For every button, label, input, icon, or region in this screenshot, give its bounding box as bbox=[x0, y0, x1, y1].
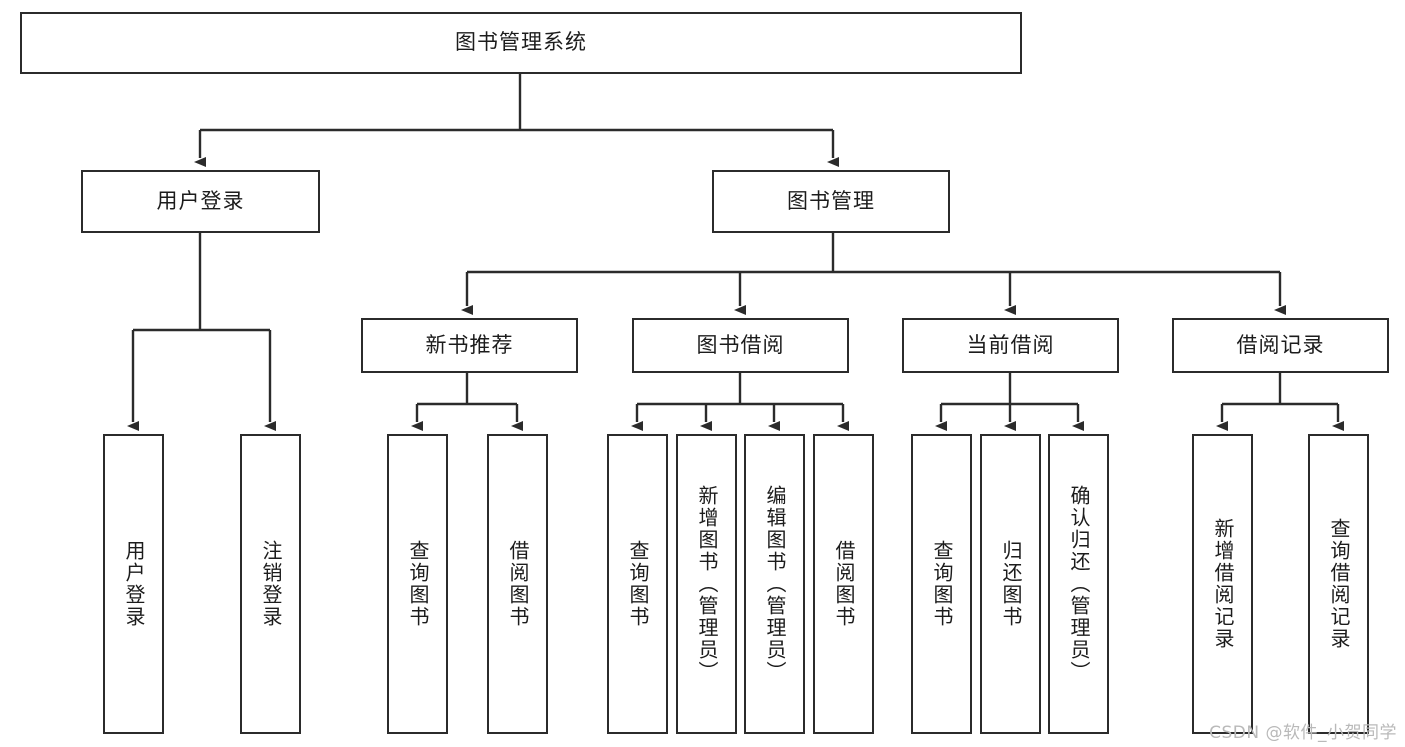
node-label: 图书管理系统 bbox=[455, 30, 587, 55]
node-label: 借阅图书 bbox=[832, 540, 856, 628]
node-current-borrow[interactable]: 当前借阅 bbox=[902, 318, 1119, 373]
leaf-borrow-record-add[interactable]: 新增借阅记录 bbox=[1192, 434, 1253, 734]
node-label: 图书借阅 bbox=[696, 332, 785, 357]
node-label: 借阅图书 bbox=[506, 540, 530, 628]
node-label: 查询图书 bbox=[930, 540, 954, 628]
leaf-user-login-logout[interactable]: 注销登录 bbox=[240, 434, 301, 734]
node-label: 注销登录 bbox=[259, 540, 283, 628]
node-label: 查询图书 bbox=[626, 540, 650, 628]
node-book-management[interactable]: 图书管理 bbox=[712, 170, 950, 233]
leaf-new-book-query[interactable]: 查询图书 bbox=[387, 434, 448, 734]
node-label: 编辑图书（管理员） bbox=[763, 485, 787, 683]
node-label: 归还图书 bbox=[999, 540, 1023, 628]
leaf-user-login-login[interactable]: 用户登录 bbox=[103, 434, 164, 734]
node-label: 用户登录 bbox=[156, 188, 245, 213]
node-user-login[interactable]: 用户登录 bbox=[81, 170, 320, 233]
leaf-borrow-record-query[interactable]: 查询借阅记录 bbox=[1308, 434, 1369, 734]
node-label: 查询借阅记录 bbox=[1327, 518, 1351, 650]
leaf-book-borrow-query[interactable]: 查询图书 bbox=[607, 434, 668, 734]
node-label: 新书推荐 bbox=[425, 332, 514, 357]
leaf-book-borrow-edit[interactable]: 编辑图书（管理员） bbox=[744, 434, 805, 734]
leaf-current-borrow-query[interactable]: 查询图书 bbox=[911, 434, 972, 734]
node-new-book-recommend[interactable]: 新书推荐 bbox=[361, 318, 578, 373]
csdn-watermark: CSDN @软件_小贺同学 bbox=[1209, 723, 1397, 743]
node-label: 当前借阅 bbox=[966, 332, 1055, 357]
node-label: 借阅记录 bbox=[1236, 332, 1325, 357]
node-book-borrow[interactable]: 图书借阅 bbox=[632, 318, 849, 373]
node-root-system[interactable]: 图书管理系统 bbox=[20, 12, 1022, 74]
node-label: 新增借阅记录 bbox=[1211, 518, 1235, 650]
node-label: 新增图书（管理员） bbox=[695, 485, 719, 683]
leaf-book-borrow-add[interactable]: 新增图书（管理员） bbox=[676, 434, 737, 734]
leaf-new-book-borrow[interactable]: 借阅图书 bbox=[487, 434, 548, 734]
node-label: 查询图书 bbox=[406, 540, 430, 628]
leaf-current-borrow-return[interactable]: 归还图书 bbox=[980, 434, 1041, 734]
node-label: 图书管理 bbox=[787, 188, 875, 213]
leaf-book-borrow-borrow[interactable]: 借阅图书 bbox=[813, 434, 874, 734]
node-label: 用户登录 bbox=[122, 540, 146, 628]
leaf-current-borrow-confirm-return[interactable]: 确认归还（管理员） bbox=[1048, 434, 1109, 734]
node-borrow-record[interactable]: 借阅记录 bbox=[1172, 318, 1389, 373]
node-label: 确认归还（管理员） bbox=[1067, 485, 1091, 683]
